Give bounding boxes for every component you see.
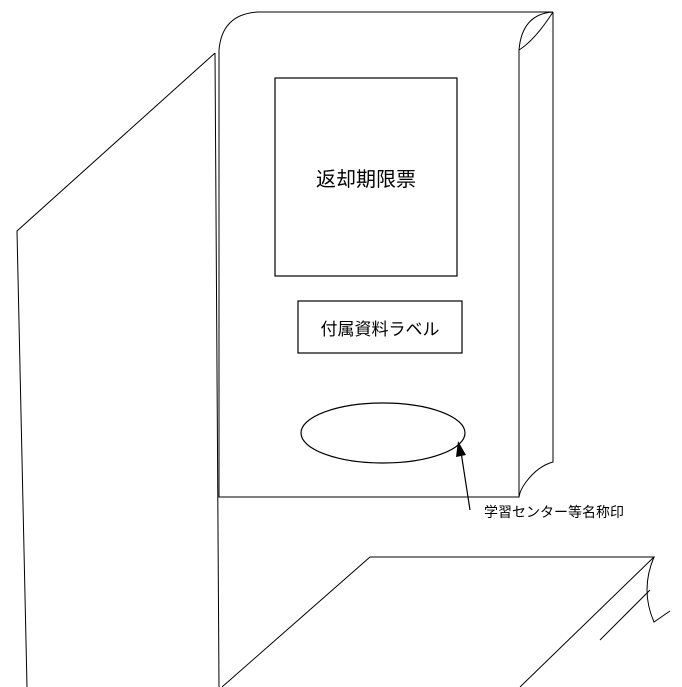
book-spine-top xyxy=(518,11,554,51)
seal-ellipse xyxy=(300,402,466,464)
book-back xyxy=(218,11,554,498)
attachment-label-box xyxy=(297,300,463,354)
lower-book-page-line xyxy=(599,589,651,641)
open-cover xyxy=(16,52,220,687)
seal-arrow-line xyxy=(460,451,471,511)
book-spine xyxy=(518,12,554,498)
attachment-label-text: 付属資料ラベル xyxy=(320,319,440,340)
center-name-seal-label: 学習センター等名称印 xyxy=(484,505,624,521)
due-date-slip-label: 返却期限票 xyxy=(316,166,416,191)
lower-book xyxy=(221,556,656,687)
seal-arrow-head xyxy=(456,441,466,457)
due-date-slip-box xyxy=(274,77,458,277)
lower-book-spine xyxy=(646,556,671,623)
